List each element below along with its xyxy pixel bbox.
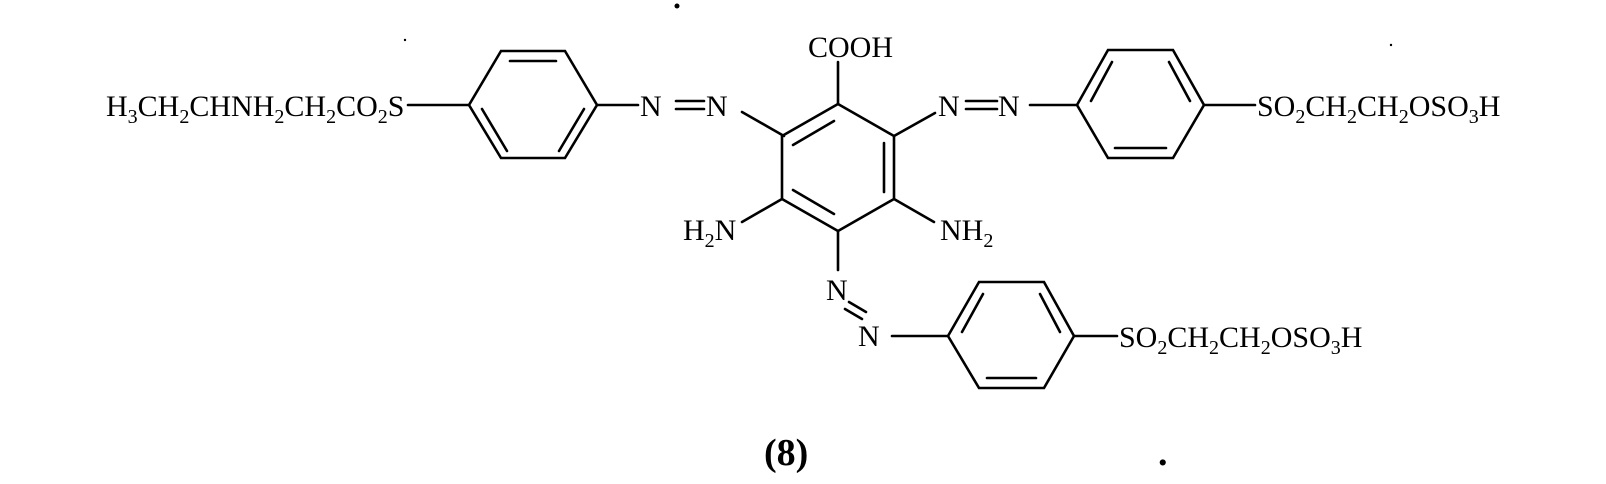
bottom-phenyl-ring — [946, 280, 1076, 390]
trailing-period: . — [1158, 432, 1168, 474]
scan-speck — [674, 3, 680, 9]
formula-segment: CH — [1219, 321, 1261, 354]
core-to-amine-left-bond — [740, 197, 784, 224]
azo-left-n1: N — [640, 90, 662, 123]
left-chain-label: H3CH2CHNH2CH2CO2S — [106, 90, 404, 128]
formula-segment: SO — [1119, 321, 1157, 354]
formula-segment: OSO — [1409, 90, 1469, 123]
azo-right-n2: N — [998, 90, 1020, 123]
subscript: 2 — [1157, 337, 1167, 359]
compound-number-caption: (8) — [764, 432, 808, 474]
subscript: 2 — [1399, 106, 1409, 128]
formula-segment: CH — [1305, 90, 1347, 123]
azo-left-to-core-bond — [740, 110, 786, 138]
amine-right-label: NH2 — [940, 214, 993, 252]
scan-speck — [403, 38, 407, 42]
formula-segment: H — [1479, 90, 1501, 123]
subscript: 3 — [128, 106, 138, 128]
right-chain-top-label: SO2CH2CH2OSO3H — [1257, 90, 1500, 128]
central-benzene-ring — [780, 102, 896, 233]
subscript: 2 — [274, 106, 284, 128]
formula-segment: H — [106, 90, 128, 123]
subscript: 2 — [1295, 106, 1305, 128]
subscript: 2 — [179, 106, 189, 128]
left-phenyl-ring — [467, 49, 599, 160]
azo-right-n1: N — [938, 90, 960, 123]
right-chain-bottom-label: SO2CH2CH2OSO3H — [1119, 321, 1362, 359]
subscript: 2 — [1347, 106, 1357, 128]
subscript: 2 — [326, 106, 336, 128]
formula-segment: S — [388, 90, 405, 123]
formula-segment: CHNH — [189, 90, 274, 123]
subscript: 3 — [1469, 106, 1479, 128]
formula-segment: OSO — [1271, 321, 1331, 354]
formula-segment: CH — [284, 90, 326, 123]
formula-segment: CH — [1167, 321, 1209, 354]
formula-segment: H — [1341, 321, 1363, 354]
core-to-azo-right-bond — [892, 111, 937, 138]
formula-segment: CO — [336, 90, 378, 123]
right-phenyl-ring — [1075, 48, 1206, 160]
subscript: 3 — [1331, 337, 1341, 359]
azo-bottom-double-bond-b — [843, 307, 864, 321]
subscript: 2 — [378, 106, 388, 128]
amine-left-label: H2N — [683, 214, 736, 252]
azo-bottom-double-bond-a — [847, 300, 868, 314]
scan-speck — [1389, 43, 1393, 47]
core-to-amine-right-bond — [892, 197, 936, 224]
azo-bottom-n2: N — [858, 320, 880, 353]
subscript: 2 — [1209, 337, 1219, 359]
cooh-label: COOH — [808, 31, 893, 64]
subscript: 2 — [1261, 337, 1271, 359]
azo-bottom-n1: N — [826, 274, 848, 307]
formula-segment: CH — [1357, 90, 1399, 123]
formula-segment: CH — [138, 90, 180, 123]
azo-left-n2: N — [706, 90, 728, 123]
formula-segment: SO — [1257, 90, 1295, 123]
